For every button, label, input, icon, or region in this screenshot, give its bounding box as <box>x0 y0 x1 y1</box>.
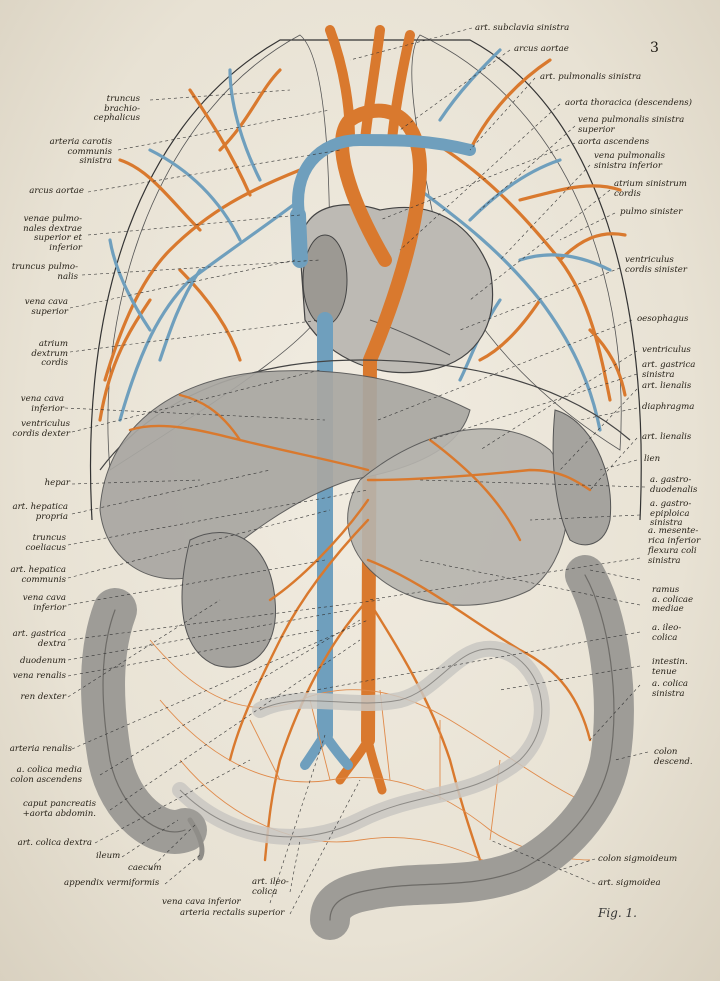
label-caput-pancreatis: caput pancreatis +aorta abdomin. <box>22 799 96 819</box>
label-arcus-aortae-right: arcus aortae <box>514 44 569 54</box>
label-ramus-a-colicae-mediae: ramus a. colicae mediae <box>652 585 694 615</box>
page-number: 3 <box>650 40 659 56</box>
label-a-gastroduodenalis: a. gastro- duodenalis <box>650 475 698 495</box>
label-vena-renalis: vena renalis <box>12 671 66 681</box>
label-truncus-brachiocephalicus: truncus brachio- cephalicus <box>93 94 140 124</box>
label-art-hepatica-propria: art. hepatica propria <box>12 502 68 522</box>
label-appendix-vermiformis: appendix vermiformis <box>64 878 160 888</box>
label-truncus-coeliacus: truncus coeliacus <box>25 533 66 553</box>
label-art-lienalis-upper: art. lienalis <box>642 381 692 391</box>
label-art-pulmonalis-sinistra: art. pulmonalis sinistra <box>540 72 642 82</box>
label-vena-cava-inferior-bottom: vena cava inferior <box>162 897 241 907</box>
label-a-ileocolica-right: a. ileo- colica <box>652 623 682 643</box>
label-a-colica-media-colon-ascendens: a. colica media colon ascendens <box>10 765 82 785</box>
label-vena-cava-superior: vena cava superior <box>24 297 68 317</box>
label-vena-cava-inferior-upper: vena cava inferior <box>20 394 64 414</box>
label-ventriculus-cordis-sinister: ventriculus cordis sinister <box>625 255 687 275</box>
right-lung-outline <box>107 34 331 471</box>
label-flexura-coli-sinistra: flexura coli sinistra <box>648 546 697 566</box>
label-vena-cava-inferior-lower: vena cava inferior <box>22 593 66 613</box>
label-caecum: caecum <box>128 863 162 873</box>
label-hepar: hepar <box>44 478 70 488</box>
label-intestinum-tenue: intestin. tenue <box>652 657 688 677</box>
label-ileum: ileum <box>96 851 121 861</box>
label-art-hepatica-communis: art. hepatica communis <box>10 565 66 585</box>
label-art-ileocolica-bottom: art. ileo- colica <box>252 877 289 897</box>
left-lung-outline <box>411 34 622 451</box>
kidney <box>181 532 277 668</box>
label-diaphragma: diaphragma <box>642 402 695 412</box>
label-oesophagus: oesophagus <box>637 314 689 324</box>
label-vena-pulmonalis-sinistra-inferior: vena pulmonalis sinistra inferior <box>594 151 666 171</box>
label-art-subclavia-sinistra: art. subclavia sinistra <box>475 23 570 33</box>
pulmonary-trunk <box>292 133 476 226</box>
label-aorta-thoracica: aorta thoracica (descendens) <box>565 98 693 108</box>
label-aorta-ascendens: aorta ascendens <box>578 137 650 147</box>
colon <box>81 555 634 940</box>
label-arteria-renalis: arteria renalis <box>9 744 72 754</box>
label-colon-sigmoideum: colon sigmoideum <box>598 854 678 864</box>
label-lien: lien <box>644 454 661 464</box>
label-art-colica-dextra: art. colica dextra <box>17 838 92 848</box>
label-ventriculus-cordis-dexter: ventriculus cordis dexter <box>12 419 70 439</box>
label-atrium-sinistrum-cordis: atrium sinistrum cordis <box>614 179 687 199</box>
spleen <box>552 409 612 546</box>
leader-lines <box>64 27 649 915</box>
pulmonary-arteries <box>98 58 627 422</box>
label-art-gastrica-dextra: art. gastrica dextra <box>12 629 66 649</box>
label-art-sigmoidea: art. sigmoidea <box>598 878 661 888</box>
label-truncus-pulmonalis: truncus pulmo- nalis <box>11 262 78 282</box>
label-colon-descendens: colon descend. <box>654 747 693 767</box>
label-duodenum: duodenum <box>19 656 66 666</box>
label-venae-pulmonales-dextrae: venae pulmo- nales dextrae superior et i… <box>23 214 82 253</box>
label-vena-pulmonalis-sinistra-superior: vena pulmonalis sinistra superior <box>578 115 685 135</box>
pulmonary-veins <box>108 48 612 432</box>
label-ventriculus: ventriculus <box>642 345 691 355</box>
label-art-lienalis-lower: art. lienalis <box>642 432 692 442</box>
label-arcus-aortae-left: arcus aortae <box>29 186 84 196</box>
stomach <box>347 428 568 606</box>
aorta <box>325 25 428 795</box>
figure-caption: Fig. 1. <box>598 906 637 920</box>
label-a-colica-sinistra: a. colica sinistra <box>652 679 689 699</box>
appendix <box>187 817 205 861</box>
label-pulmo-sinister: pulmo sinister <box>620 207 683 217</box>
label-a-mesenterica-inferior: a. mesente- rica inferior <box>648 526 701 546</box>
label-ren-dexter: ren dexter <box>20 692 66 702</box>
label-arteria-rectalis-superior: arteria rectalis superior <box>180 908 285 918</box>
label-art-gastrica-sinistra: art. gastrica sinistra <box>642 360 696 380</box>
label-a-gastroepiploica-sinistra: a. gastro- epiploica sinistra <box>650 499 692 529</box>
label-arteria-carotis-communis-sinistra: arteria carotis communis sinistra <box>49 137 112 167</box>
label-atrium-dextrum-cordis: atrium dextrum cordis <box>31 339 68 369</box>
